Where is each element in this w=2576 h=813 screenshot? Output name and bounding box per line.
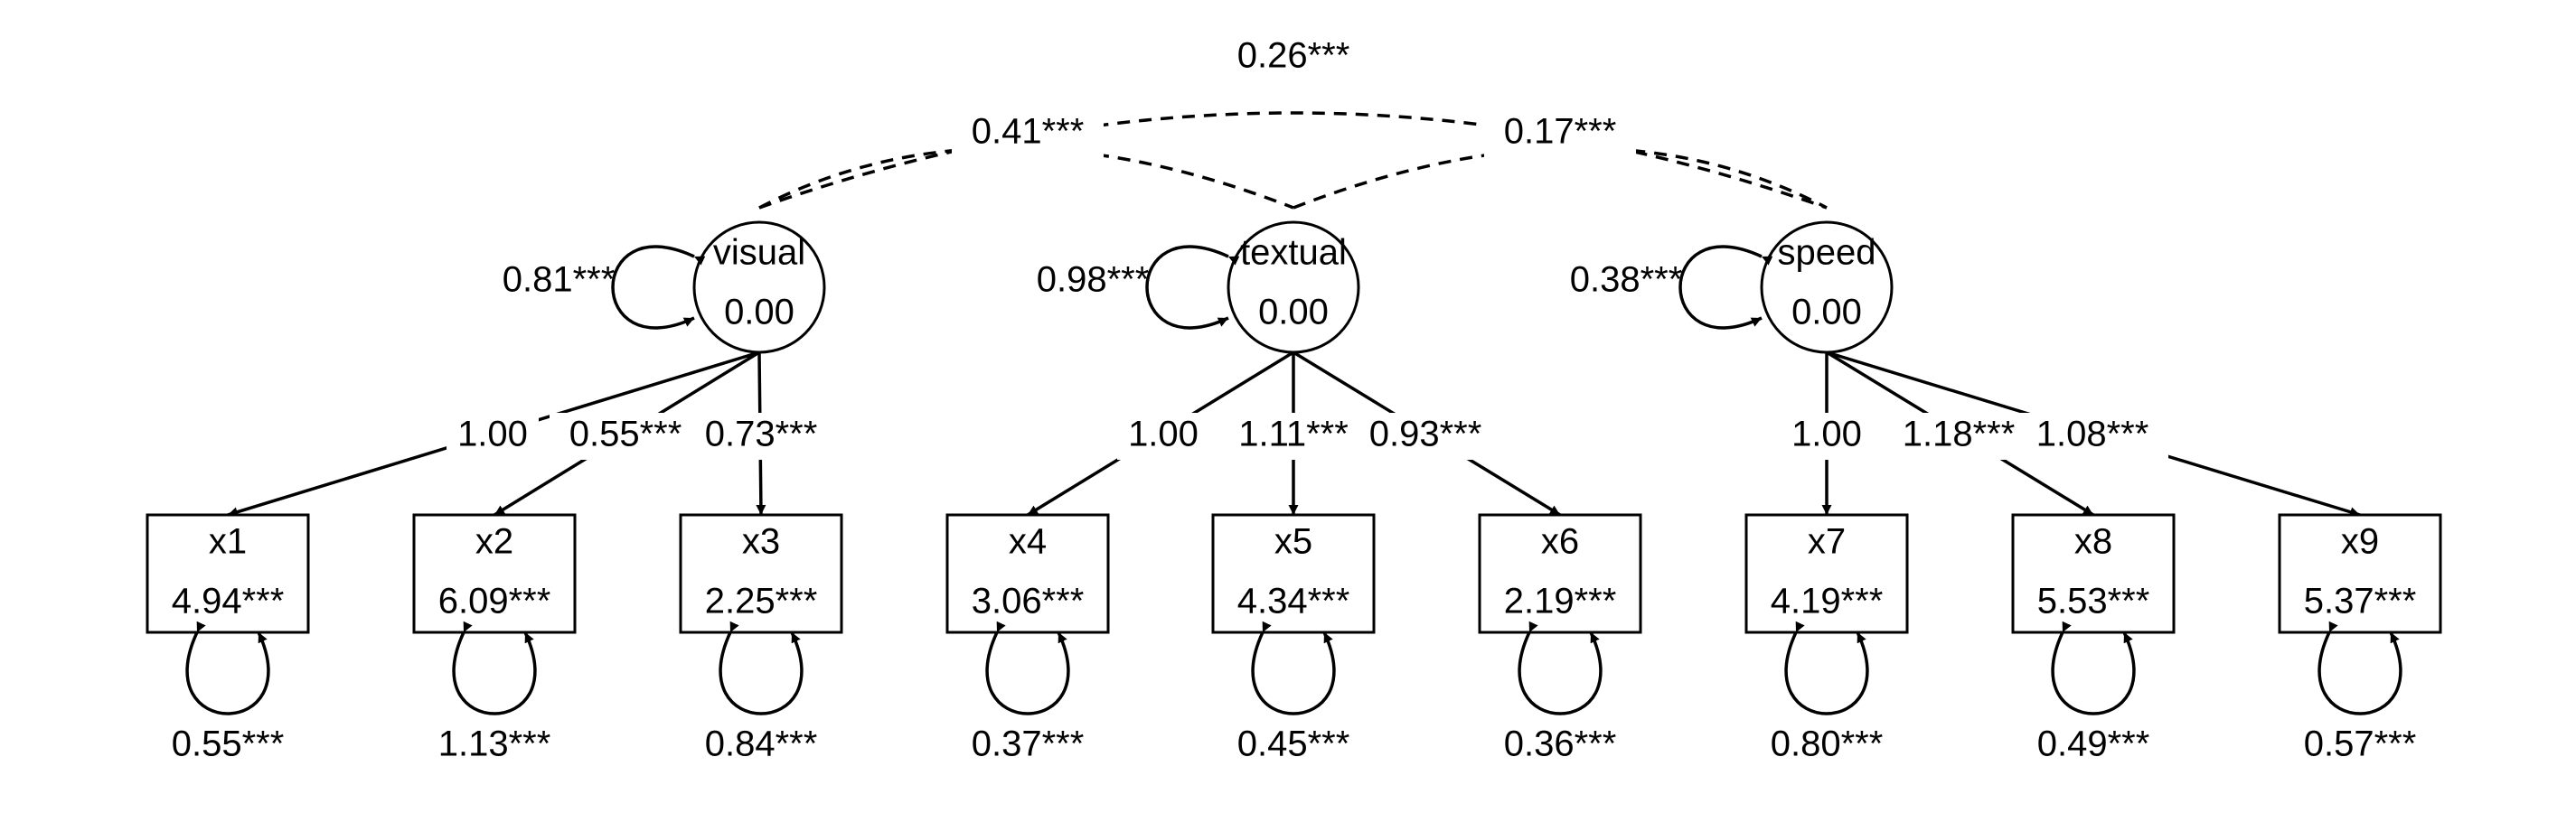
indicator-intercept-x1: 4.94*** [172,582,285,621]
loading-label-textual-x4: 1.00 [1128,415,1199,454]
loading-label-speed-x8: 1.18*** [1903,415,2016,454]
indicator-intercept-x7: 4.19*** [1771,582,1884,621]
loading-label-textual-x4-bg [1117,413,1209,460]
latent-variance-loop-textual [1145,245,1240,330]
indicator-name-x4: x4 [1009,522,1047,562]
indicator-node-x5 [1211,513,1376,634]
covariance-arc-visual-textual [758,146,1294,210]
indicator-intercept-x4: 3.06*** [972,582,1085,621]
indicator-node-x6 [1478,513,1642,634]
latent-name-textual: textual [1240,233,1347,273]
covariance-label-visual-textual-bg [952,110,1104,157]
residual-loop-x6 [1518,621,1603,715]
label-layer: 0.26*** 0.41*** 0.17*** 0.81*** 0.98*** 0.38*… [172,34,2417,764]
indicator-name-x7: x7 [1808,522,1846,562]
indicator-node-x9 [2278,513,2442,634]
residual-label-x2: 1.13*** [438,724,551,764]
residual-loop-x8 [2051,621,2136,715]
loading-label-visual-x2: 0.55*** [569,415,682,454]
loading-label-speed-x9-bg [2017,413,2168,460]
indicator-intercept-x3: 2.25*** [705,582,818,621]
loading-label-textual-x6-bg [1349,413,1501,460]
indicator-name-x6: x6 [1541,522,1579,562]
latent-name-speed: speed [1778,233,1876,273]
latent-mean-textual: 0.00 [1258,293,1329,332]
latent-mean-visual: 0.00 [724,293,794,332]
residual-loop-x4 [985,621,1070,715]
indicator-node-x8 [2011,513,2176,634]
loading-label-visual-x1: 1.00 [457,415,528,454]
indicator-node-x3 [679,513,843,634]
indicator-name-x2: x2 [475,522,513,562]
latent-variance-label-textual: 0.98*** [1037,260,1150,300]
covariance-label-visual-textual: 0.41*** [972,112,1085,152]
indicator-name-x3: x3 [742,522,780,562]
loading-label-visual-x3: 0.73*** [705,415,818,454]
loading-label-speed-x9: 1.08*** [2036,415,2149,454]
loading-label-speed-x7-bg [1781,413,1873,460]
indicator-intercept-x9: 5.37*** [2304,582,2417,621]
residual-label-x6: 0.36*** [1504,724,1617,764]
indicator-name-x8: x8 [2074,522,2112,562]
indicator-intercept-x8: 5.53*** [2037,582,2150,621]
covariance-layer [758,111,1828,210]
residual-label-x3: 0.84*** [705,724,818,764]
indicator-node-x7 [1744,513,1909,634]
residual-label-x7: 0.80*** [1771,724,1884,764]
indicator-intercept-x6: 2.19*** [1504,582,1617,621]
loading-label-textual-x5: 1.11*** [1238,415,1349,454]
residual-loop-x2 [452,621,537,715]
residual-label-x8: 0.49*** [2037,724,2150,764]
loading-label-speed-x8-bg [1883,413,2035,460]
covariance-label-textual-speed: 0.17*** [1504,112,1617,152]
residual-loop-x9 [2317,621,2402,715]
residual-label-x1: 0.55*** [172,724,285,764]
node-layer: visual 0.00 textual 0.00 speed 0.00 x1 4.94*** x… [146,220,2442,715]
residual-loop-x7 [1784,621,1869,715]
residual-loop-x1 [185,621,270,715]
loading-label-visual-x3-bg [685,413,837,460]
latent-variance-label-visual: 0.81*** [503,260,616,300]
residual-loop-x5 [1251,621,1336,715]
covariance-label-textual-speed-bg [1484,110,1636,157]
latent-name-visual: visual [713,233,805,273]
indicator-name-x9: x9 [2341,522,2379,562]
loading-label-speed-x7: 1.00 [1791,415,1862,454]
residual-loop-x3 [719,621,804,715]
indicator-intercept-x2: 6.09*** [438,582,551,621]
loading-label-visual-x1-bg [447,413,539,460]
residual-label-x5: 0.45*** [1237,724,1350,764]
covariance-label-visual-speed-bg [1217,34,1369,81]
covariance-label-visual-speed: 0.26*** [1237,36,1350,76]
indicator-name-x1: x1 [209,522,247,562]
covariance-arc-visual-speed [758,111,1828,210]
latent-variance-loop-speed [1678,245,1773,330]
indicator-name-x5: x5 [1274,522,1312,562]
residual-label-x9: 0.57*** [2304,724,2417,764]
indicator-intercept-x5: 4.34*** [1237,582,1350,621]
latent-variance-label-speed: 0.38*** [1570,260,1683,300]
latent-variance-loop-visual [611,245,706,330]
latent-mean-speed: 0.00 [1791,293,1862,332]
loading-label-textual-x5-bg [1217,413,1369,460]
residual-label-x4: 0.37*** [972,724,1085,764]
indicator-node-x4 [945,513,1110,634]
loading-label-textual-x6: 0.93*** [1369,415,1482,454]
loading-label-visual-x2-bg [550,413,701,460]
